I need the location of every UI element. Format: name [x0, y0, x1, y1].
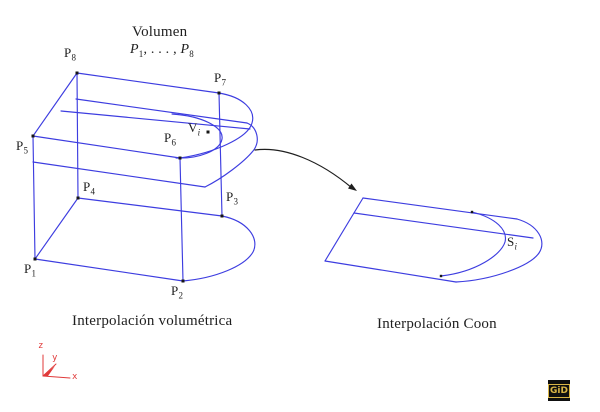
transform-arrow	[254, 148, 357, 191]
marker-p4	[76, 196, 80, 200]
marker-p2	[181, 279, 185, 283]
edge-p7-p3	[218, 92, 223, 217]
coon-bottom-edge	[324, 260, 457, 283]
marker-p6	[178, 156, 182, 160]
point-label-vi: Vi	[188, 120, 201, 138]
coon-inner-arc	[440, 211, 507, 277]
point-label-p8: P8	[64, 45, 77, 63]
caption-coon: Interpolación Coon	[377, 316, 497, 332]
edge-p8-p7	[76, 72, 220, 94]
marker-coon-bottom	[439, 274, 443, 278]
point-label-p4: P4	[83, 179, 96, 197]
edge-p4-p3	[77, 197, 223, 217]
marker-coon-top	[470, 210, 474, 214]
volume-wireframe	[32, 72, 258, 282]
point-label-p5: P5	[16, 138, 29, 156]
z-axis-label: z	[38, 341, 44, 351]
marker-p1	[33, 257, 37, 261]
coon-top-edge	[362, 197, 518, 220]
edge-p8-p5	[32, 72, 78, 137]
figure-title: Volumen	[132, 24, 188, 40]
y-axis-arrowhead	[43, 366, 55, 376]
y-axis-label: y	[52, 353, 58, 363]
edge-p5-p6	[32, 135, 181, 159]
x-axis-label: x	[72, 372, 78, 382]
subtitle-p1: P	[130, 42, 139, 57]
subtitle-p8: P	[180, 42, 190, 57]
coon-left-edge	[324, 197, 364, 262]
point-label-p2: P2	[171, 283, 184, 301]
edge-p8-p4	[76, 72, 79, 199]
inset-bottom-edge	[32, 161, 206, 188]
arrow-head	[348, 183, 357, 191]
edge-p6-p2	[179, 157, 184, 282]
y-axis-line	[42, 363, 57, 377]
marker-p5	[31, 134, 35, 138]
caption-volumetric: Interpolación volumétrica	[72, 313, 233, 329]
marker-p3	[220, 214, 224, 218]
point-markers	[31, 71, 474, 283]
coon-surface	[324, 197, 543, 283]
gid-logo-text: GiD	[548, 383, 570, 398]
marker-p7	[217, 91, 221, 95]
edge-p4-p1	[34, 197, 79, 260]
point-label-p1: P1	[24, 261, 37, 279]
edge-p5-p1	[32, 135, 36, 260]
point-label-p3: P3	[226, 189, 239, 207]
marker-p8	[75, 71, 79, 75]
top-face-outer-arc	[179, 92, 254, 159]
coon-inner-line	[353, 212, 534, 239]
edge-p1-p2	[34, 258, 184, 282]
top-face-inner-arc	[171, 113, 223, 159]
top-face-inner-line	[60, 110, 251, 130]
subtitle-dots: , . . . ,	[143, 42, 181, 57]
coon-outer-arc	[455, 218, 543, 283]
point-label-p6: P6	[164, 130, 177, 148]
surface-label-si: Si	[507, 234, 518, 252]
inset-outer-arc	[204, 122, 258, 188]
marker-vi	[206, 130, 210, 134]
bottom-face-outer-arc	[182, 215, 256, 282]
x-axis-line	[42, 375, 71, 379]
gid-logo: GiD	[548, 380, 570, 401]
inset-top-edge	[75, 98, 248, 124]
axes-triad	[42, 354, 71, 379]
figure-subtitle: P1, . . . , P8	[130, 42, 194, 59]
arrow-curve	[254, 148, 353, 189]
point-label-p7: P7	[214, 70, 227, 88]
